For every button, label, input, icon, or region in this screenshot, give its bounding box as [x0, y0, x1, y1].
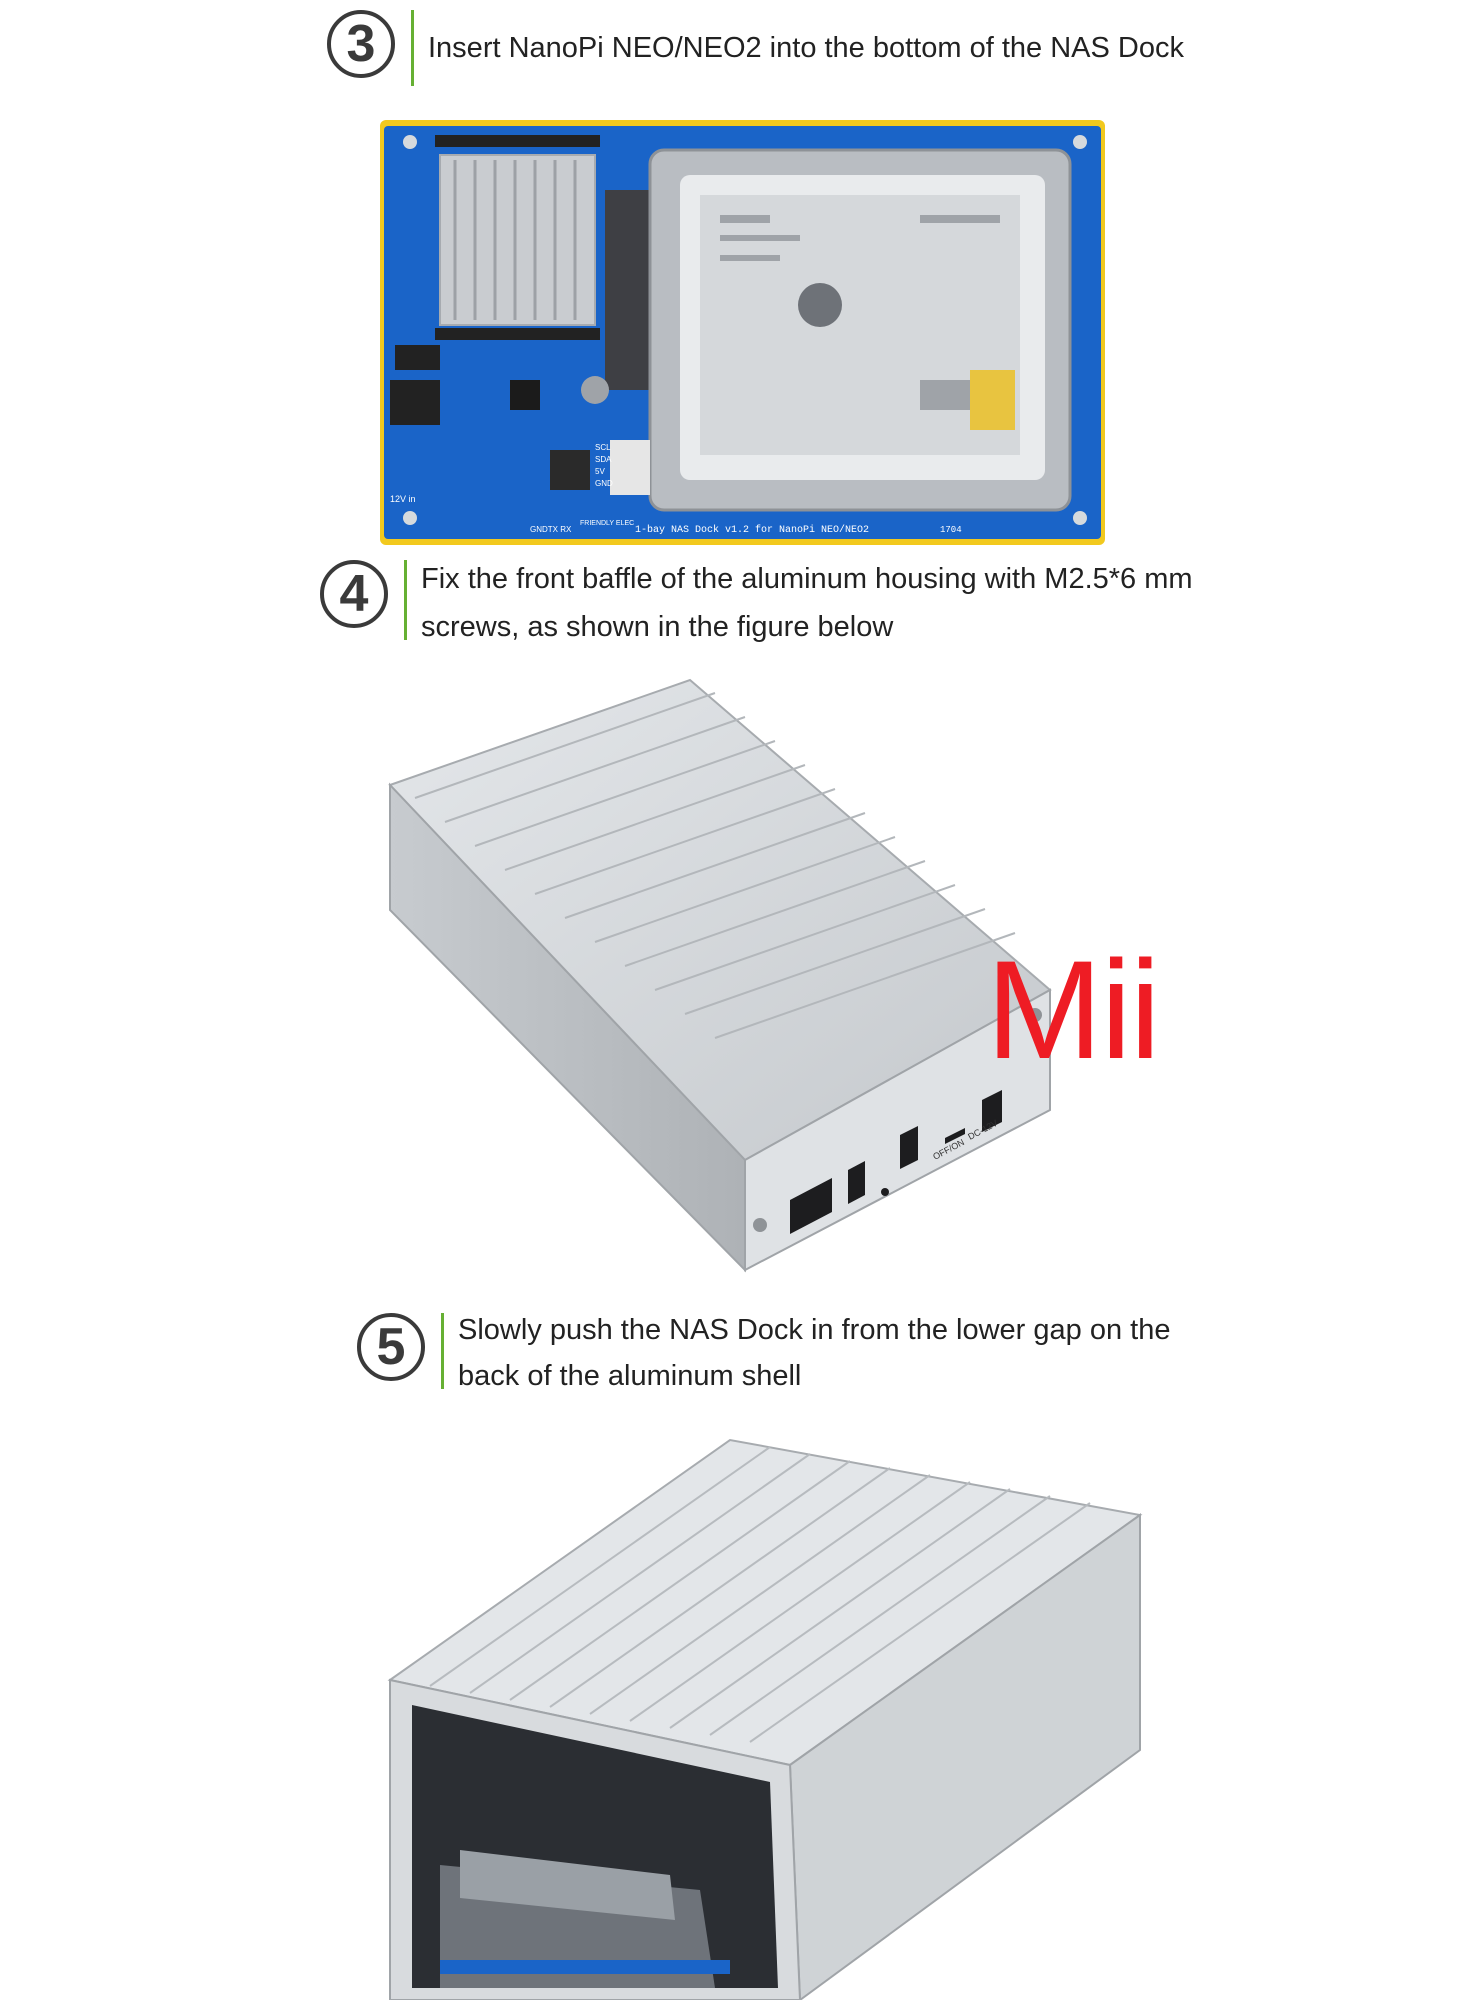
aluminum-housing-photo: OFF/ON DC-12V [388, 678, 1052, 1273]
step-number-badge: 4 [320, 560, 388, 628]
board-silkscreen: 1-bay NAS Dock v1.2 for NanoPi NEO/NEO2 [635, 524, 869, 536]
board-brand: FRIENDLY ELEC [580, 520, 634, 527]
nas-dock-board-photo: 1-bay NAS Dock v1.2 for NanoPi NEO/NEO2 … [380, 120, 1105, 545]
step-3-text: Insert NanoPi NEO/NEO2 into the bottom o… [428, 32, 1184, 64]
board-pin-sda: SDA [595, 455, 612, 464]
board-power-label: 12V in [390, 494, 416, 504]
step-4-text: Fix the front baffle of the aluminum hou… [421, 563, 1193, 643]
aluminum-shell-photo [387, 1438, 1143, 2000]
green-divider [404, 560, 407, 640]
mii-watermark: Mii [986, 931, 1161, 1088]
step-5-header: 5 Slowly push the NAS Dock in from the l… [357, 1313, 1218, 1399]
board-pin-scl: SCL [595, 443, 611, 452]
board-uart-label: GNDTX RX [530, 525, 572, 534]
green-divider [441, 1313, 444, 1389]
step-number-badge: 5 [357, 1313, 425, 1381]
green-divider [411, 10, 414, 86]
step-4-header: 4 Fix the front baffle of the aluminum h… [320, 560, 1201, 651]
board-silkscreen-code: 1704 [940, 525, 962, 535]
board-pin-gnd: GND [595, 479, 613, 488]
step-3-header: 3 Insert NanoPi NEO/NEO2 into the bottom… [327, 10, 1184, 86]
board-pin-5v: 5V [595, 467, 605, 476]
step-number-badge: 3 [327, 10, 395, 78]
step-5-text: Slowly push the NAS Dock in from the low… [458, 1314, 1171, 1392]
